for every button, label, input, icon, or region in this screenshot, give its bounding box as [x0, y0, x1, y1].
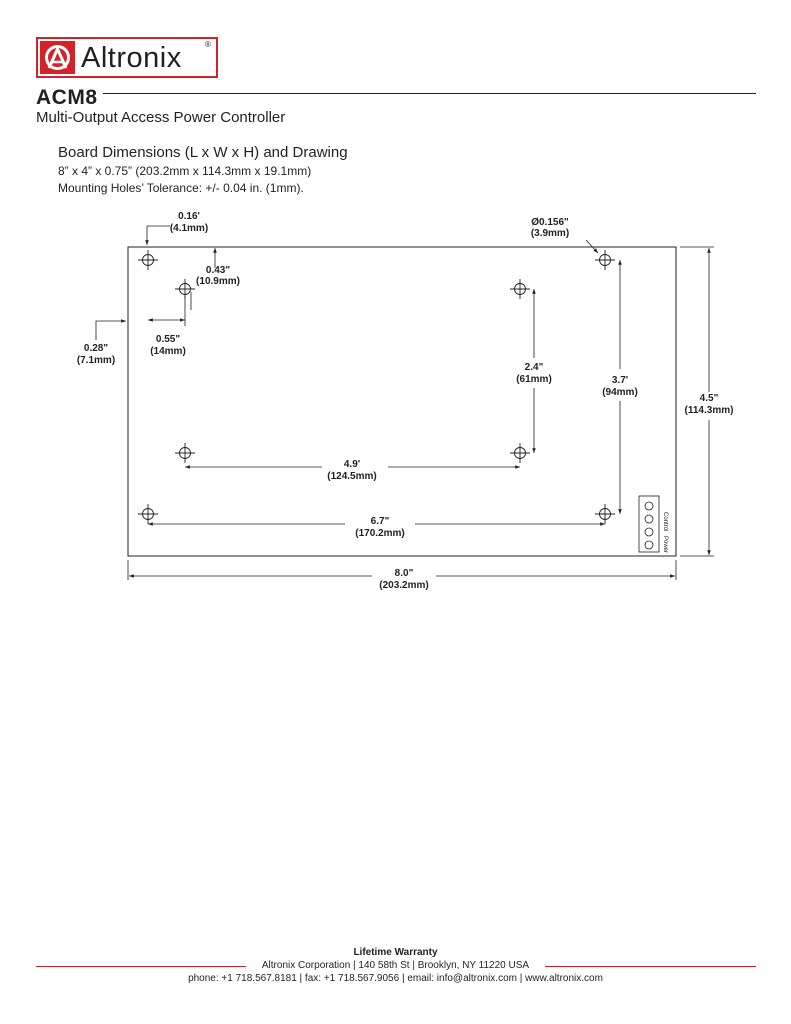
- dim-label: 0.16': [178, 211, 200, 222]
- dim-label: (10.9mm): [196, 276, 240, 287]
- dim-label: (61mm): [516, 374, 552, 385]
- dim-label: (7.1mm): [77, 355, 115, 366]
- dim-label: 6.7": [371, 516, 390, 527]
- registered-mark: ®: [205, 40, 211, 49]
- product-subtitle: Multi-Output Access Power Controller: [36, 109, 286, 126]
- dim-label: 0.55": [156, 334, 180, 345]
- brand-name: Altronix: [81, 42, 182, 74]
- mounting-hole: [510, 443, 530, 463]
- board-drawing: Control Power: [77, 211, 734, 591]
- dim-label: (124.5mm): [327, 471, 376, 482]
- dim-label: (203.2mm): [379, 580, 428, 591]
- tolerance-spec: Mounting Holes’ Tolerance: +/- 0.04 in. …: [58, 181, 304, 195]
- footer-warranty: Lifetime Warranty: [353, 947, 438, 958]
- section-title: Board Dimensions (L x W x H) and Drawing: [58, 144, 348, 161]
- mounting-hole: [175, 443, 195, 463]
- dim-label: 2.4": [525, 362, 544, 373]
- terminal-block: [638, 495, 660, 553]
- mounting-hole: [138, 504, 158, 524]
- board-outline: [127, 246, 677, 557]
- footer-rule-right: [545, 966, 756, 967]
- dim-label: 8.0": [395, 568, 414, 579]
- altronix-logo: Altronix ®: [36, 37, 218, 78]
- dim-line: [585, 239, 599, 254]
- dim-label: (3.9mm): [531, 228, 569, 239]
- dim-label: 0.28": [84, 343, 108, 354]
- dim-label: 4.9': [344, 459, 360, 470]
- mounting-hole: [595, 504, 615, 524]
- mounting-hole: [138, 250, 158, 270]
- dim-label: 4.5": [700, 393, 719, 404]
- dimensions-spec: 8” x 4” x 0.75” (203.2mm x 114.3mm x 19.…: [58, 164, 312, 178]
- model-title: ACM8: [36, 86, 98, 109]
- dim-label: Ø0.156": [531, 217, 569, 228]
- dim-label: (14mm): [150, 346, 186, 357]
- mounting-hole: [595, 250, 615, 270]
- title-rule: [103, 93, 756, 94]
- mounting-hole: [510, 279, 530, 299]
- terminal-label-control: Control: [662, 512, 668, 531]
- dim-label: (170.2mm): [355, 528, 404, 539]
- mounting-hole: [175, 279, 195, 299]
- dim-label: 3.7': [612, 375, 628, 386]
- dim-label: (4.1mm): [170, 223, 208, 234]
- dim-label: (94mm): [602, 387, 638, 398]
- footer-rule-left: [36, 966, 246, 967]
- footer-contact: phone: +1 718.567.8181 | fax: +1 718.567…: [188, 973, 603, 984]
- dim-line: [95, 319, 126, 340]
- dim-label: 0.43": [206, 265, 230, 276]
- dim-label: (114.3mm): [685, 405, 734, 416]
- terminal-label-power: Power: [662, 536, 668, 553]
- mounting-holes: [138, 250, 615, 524]
- altronix-logo-icon: [40, 41, 75, 74]
- footer-address: Altronix Corporation | 140 58th St | Bro…: [261, 960, 530, 971]
